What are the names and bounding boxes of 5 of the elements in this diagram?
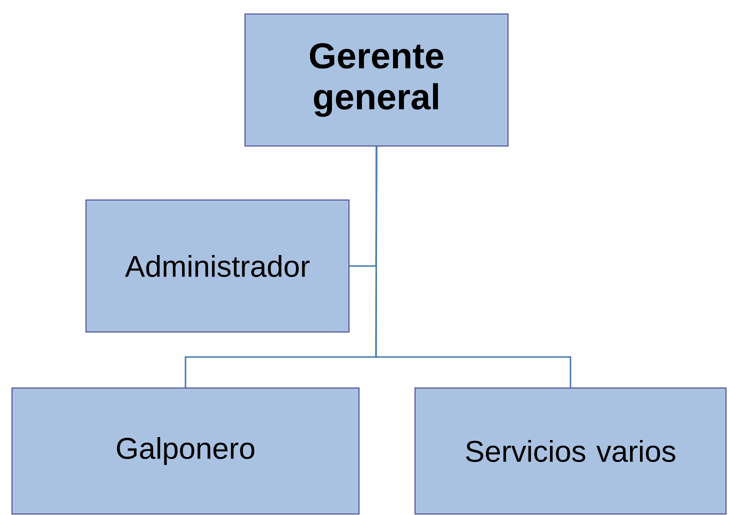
- org-box: Galponero: [12, 388, 360, 514]
- org-box: Servicios varios: [414, 388, 726, 514]
- org-box: Administrador: [86, 200, 350, 332]
- org-box: Gerente general: [244, 14, 508, 146]
- connector-line: [375, 146, 572, 388]
